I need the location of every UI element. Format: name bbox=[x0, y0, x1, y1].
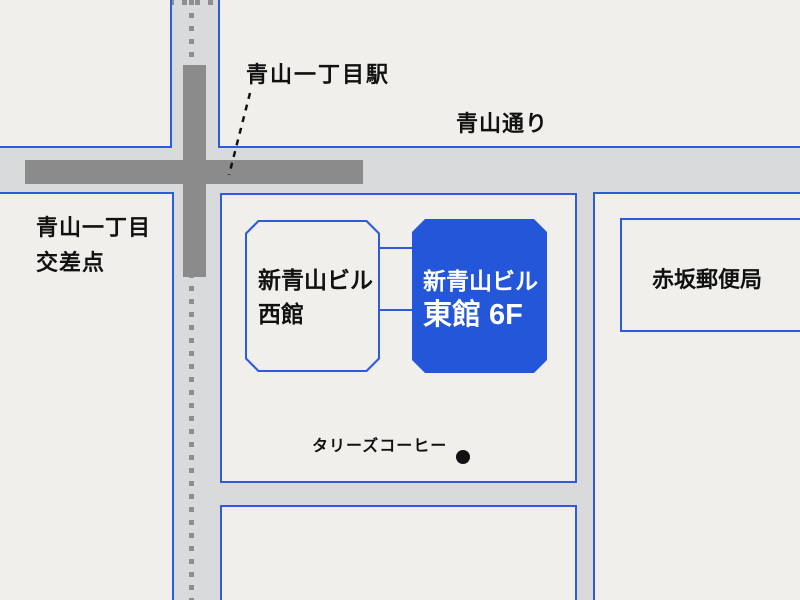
building-west-wing: 新青山ビル 西館 bbox=[245, 220, 380, 372]
road-centerline-vertical bbox=[189, 0, 194, 600]
post-office-label: 赤坂郵便局 bbox=[652, 267, 763, 292]
coffee-shop-label: タリーズコーヒー bbox=[312, 438, 448, 455]
east-building-name: 新青山ビル bbox=[423, 268, 538, 294]
building-west-wing-fill bbox=[247, 222, 378, 370]
intersection-label-line2: 交差点 bbox=[36, 250, 106, 275]
coffee-shop-marker-dot bbox=[456, 450, 470, 464]
station-bar-vertical bbox=[183, 65, 206, 277]
building-east-wing-highlight: 新青山ビル 東館 6F bbox=[412, 219, 547, 373]
building-connector-top bbox=[380, 247, 412, 249]
block-northwest bbox=[0, 0, 172, 148]
block-northeast bbox=[218, 0, 800, 148]
east-building-wing-floor: 東館 6F bbox=[423, 299, 523, 331]
block-west bbox=[0, 192, 174, 600]
intersection-label: 青山一丁目 交差点 bbox=[36, 210, 151, 280]
station-label: 青山一丁目駅 bbox=[246, 62, 391, 87]
building-connector-bottom bbox=[380, 309, 412, 311]
building-post-office: 赤坂郵便局 bbox=[620, 218, 800, 332]
west-building-name: 新青山ビル bbox=[258, 267, 373, 293]
intersection-label-line1: 青山一丁目 bbox=[36, 215, 152, 240]
street-label: 青山通り bbox=[456, 111, 549, 136]
block-south bbox=[220, 505, 577, 600]
west-building-wing: 西館 bbox=[258, 301, 304, 327]
